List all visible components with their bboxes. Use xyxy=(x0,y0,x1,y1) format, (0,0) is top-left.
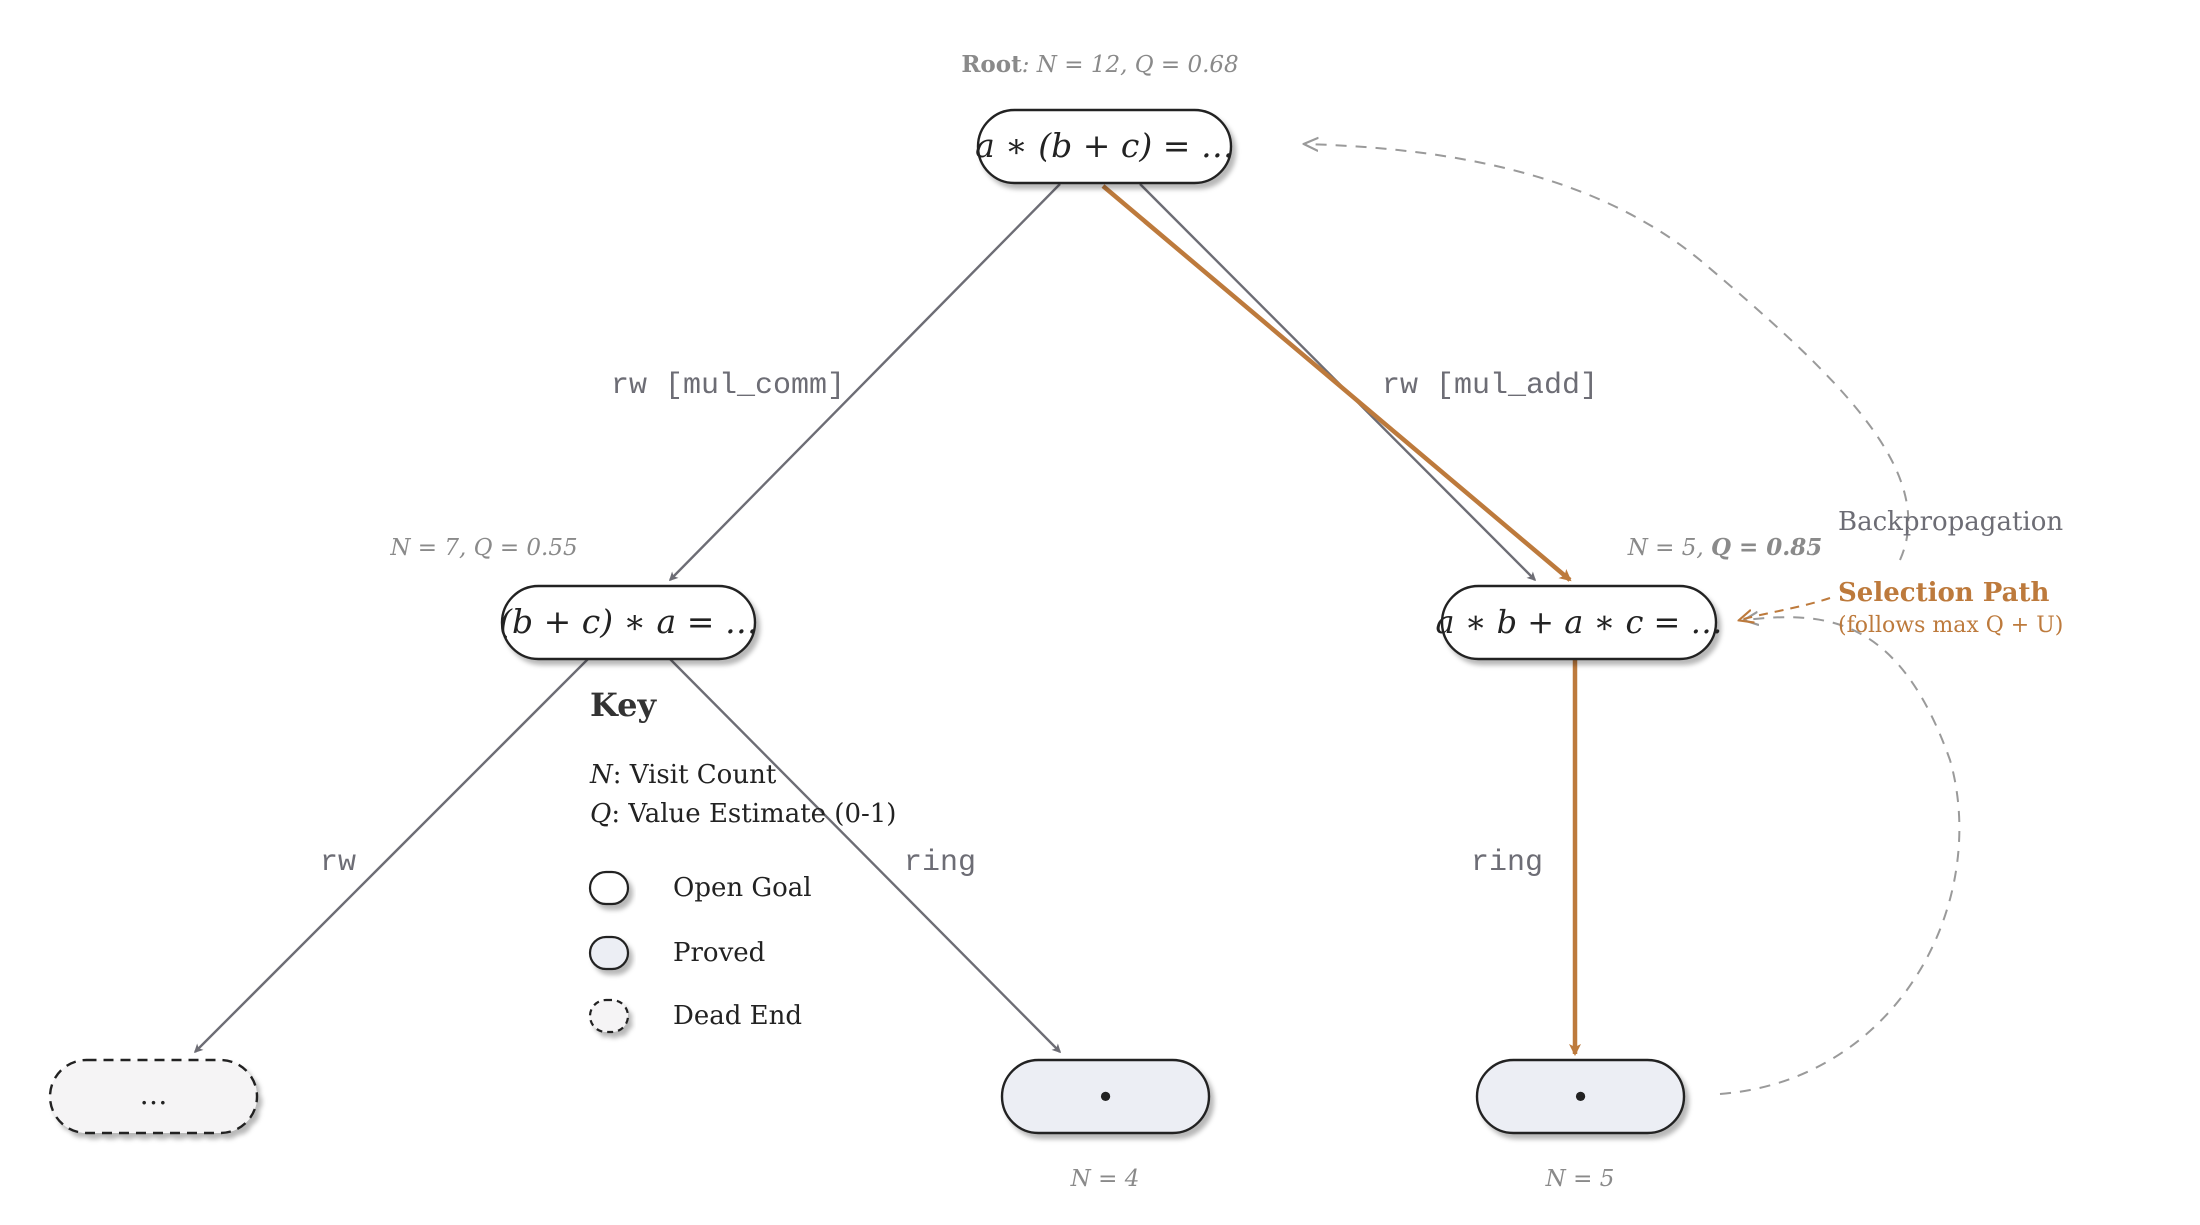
right-node-meta-b: Q = 0.85 xyxy=(1711,534,1822,561)
edge-left-to-dead xyxy=(193,656,591,1054)
legend-open-label: Open Goal xyxy=(673,873,812,903)
root-formula: a ∗ (b + c) = … xyxy=(975,126,1234,165)
right-node[interactable]: a ∗ b + a ∗ c = … xyxy=(1435,584,1723,661)
legend-q-line: Q: Value Estimate (0-1) xyxy=(590,799,896,829)
left-formula: (b + c) ∗ a = … xyxy=(499,602,758,641)
selection-pointer-curve xyxy=(1740,597,1831,620)
right-node-meta: N = 5, Q = 0.85 xyxy=(1627,534,1823,561)
legend-q-text: : Value Estimate (0-1) xyxy=(611,799,896,829)
dead-end-leaf[interactable]: … xyxy=(48,1058,259,1135)
backpropagation-label: Backpropagation xyxy=(1838,507,2063,537)
legend-n-symbol: N xyxy=(589,760,614,790)
edge-label-mul-add: rw [mul_add] xyxy=(1382,369,1598,403)
left-node[interactable]: (b + c) ∗ a = … xyxy=(499,584,758,661)
root-meta: Root: N = 12, Q = 0.68 xyxy=(961,51,1238,78)
selection-path-title: Selection Path xyxy=(1838,578,2049,608)
edge-root-to-left xyxy=(668,183,1061,582)
proved-leaf-right-label: • xyxy=(1571,1078,1590,1116)
edge-left-to-proved xyxy=(667,656,1062,1054)
edge-selection-root-to-right xyxy=(1101,184,1572,582)
root-meta-label: Root xyxy=(961,51,1022,78)
legend-q-symbol: Q xyxy=(590,799,611,829)
legend-open-swatch xyxy=(588,870,630,906)
right-node-meta-a: N = 5, xyxy=(1627,535,1711,561)
legend-proved-label: Proved xyxy=(673,938,765,968)
legend-title: Key xyxy=(590,686,657,724)
backprop-curve-right-to-root xyxy=(1305,144,1910,561)
backprop-curve-leaf-to-right xyxy=(1719,617,1961,1095)
legend-n-text: : Visit Count xyxy=(613,760,777,790)
proved-leaf-mid-meta: N = 4 xyxy=(1070,1166,1140,1192)
legend-dead-label: Dead End xyxy=(673,1001,802,1031)
root-meta-stats: : N = 12, Q = 0.68 xyxy=(1022,52,1239,78)
selection-path-subtitle: (follows max Q + U) xyxy=(1838,613,2063,638)
edge-label-ring-right: ring xyxy=(1471,846,1543,880)
dead-end-leaf-label: … xyxy=(140,1078,168,1111)
edge-label-ring-mid: ring xyxy=(904,846,976,880)
legend: Key N: Visit Count Q: Value Estimate (0-… xyxy=(588,686,896,1034)
legend-n-line: N: Visit Count xyxy=(589,760,777,790)
legend-proved-swatch xyxy=(588,935,630,971)
root-node[interactable]: a ∗ (b + c) = … xyxy=(975,108,1234,185)
proved-leaf-right[interactable]: • xyxy=(1475,1058,1686,1135)
proved-leaf-mid-label: • xyxy=(1096,1078,1115,1116)
edge-label-rw: rw xyxy=(320,846,356,880)
edge-label-mul-comm: rw [mul_comm] xyxy=(611,369,845,403)
legend-dead-swatch xyxy=(588,998,630,1034)
left-node-meta: N = 7, Q = 0.55 xyxy=(389,535,577,561)
proved-leaf-mid[interactable]: • xyxy=(1000,1058,1211,1135)
proved-leaf-right-meta: N = 5 xyxy=(1545,1166,1615,1192)
right-formula: a ∗ b + a ∗ c = … xyxy=(1435,603,1722,641)
